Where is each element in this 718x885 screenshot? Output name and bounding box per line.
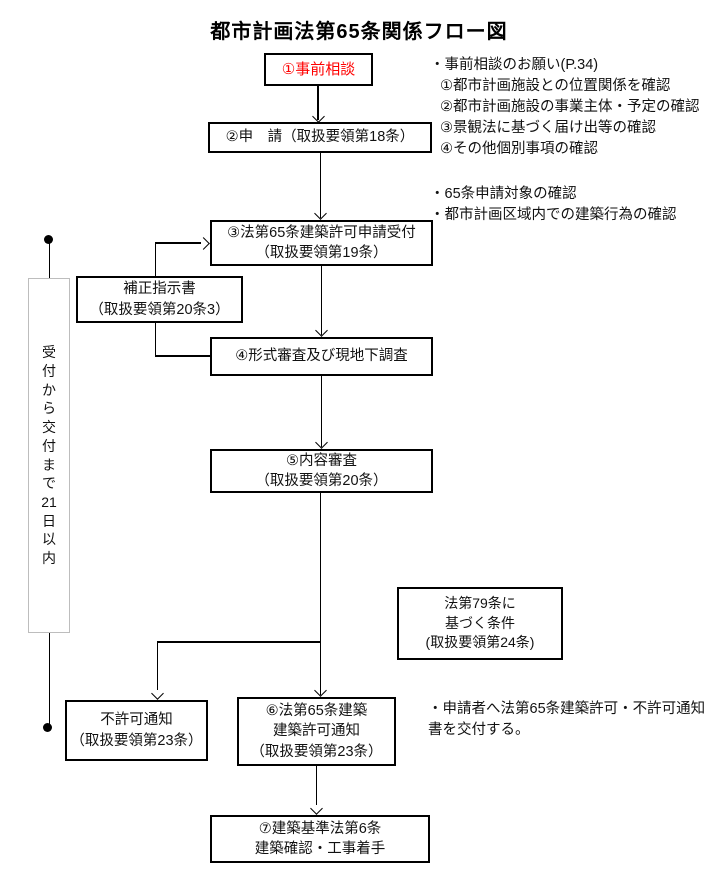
flow-box-rejection-notice: 不許可通知（取扱要領第23条） — [65, 700, 208, 761]
flow-box-correction-notice: 補正指示書（取扱要領第20条3） — [76, 276, 243, 323]
arrow-down-into-content-review — [315, 436, 328, 449]
connector-feedback-top — [155, 242, 201, 244]
flow-box-formal-review: ④形式審査及び現地下調査 — [210, 337, 433, 376]
arrow-down-into-permit-notice — [314, 684, 327, 697]
flow-box-acceptance: ③法第65条建築許可申請受付（取扱要領第19条） — [210, 220, 433, 266]
bracket-bottom-dot — [43, 723, 52, 732]
connector-branch-horizontal — [157, 641, 320, 643]
connector-application-to-acceptance — [319, 153, 322, 218]
arrow-down-into-building-confirmation — [310, 802, 323, 815]
connector-formal-to-content-review — [320, 376, 323, 447]
connector-content-review-to-permit — [319, 493, 322, 695]
arrow-down-into-application — [312, 110, 325, 123]
note-notice-delivery: ・申請者へ法第65条建築許可・不許可通知書を交付する。 — [428, 701, 706, 739]
arrow-right-into-acceptance — [197, 237, 210, 250]
flow-box-article79-condition: 法第79条に基づく条件(取扱要領第24条) — [397, 587, 563, 660]
arrow-down-into-rejection-notice — [151, 687, 164, 700]
arrow-down-into-acceptance — [314, 207, 327, 220]
flow-box-prior-consultation: ①事前相談 — [264, 53, 373, 86]
bracket-top-dot — [44, 235, 53, 244]
flow-box-application: ②申 請（取扱要領第18条） — [208, 122, 432, 153]
connector-branch-to-rejection — [156, 641, 159, 690]
arrow-down-into-formal-review — [315, 324, 328, 337]
flow-box-building-confirmation: ⑦建築基準法第6条建築確認・工事着手 — [210, 815, 430, 863]
note-application-target-check: ・65条申請対象の確認・都市計画区域内での建築行為の確認 — [430, 186, 677, 224]
connector-consult-to-application — [317, 85, 319, 120]
page-title: 都市計画法第65条関係フロー図 — [210, 21, 508, 43]
flow-box-content-review: ⑤内容審査（取扱要領第20条） — [210, 449, 433, 493]
flow-box-permit-notice: ⑥法第65条建築建築許可通知（取扱要領第23条） — [237, 697, 396, 766]
connector-feedback-bottom — [155, 355, 210, 357]
connector-permit-to-confirmation — [315, 766, 318, 805]
connector-acceptance-to-formal-review — [320, 266, 323, 335]
